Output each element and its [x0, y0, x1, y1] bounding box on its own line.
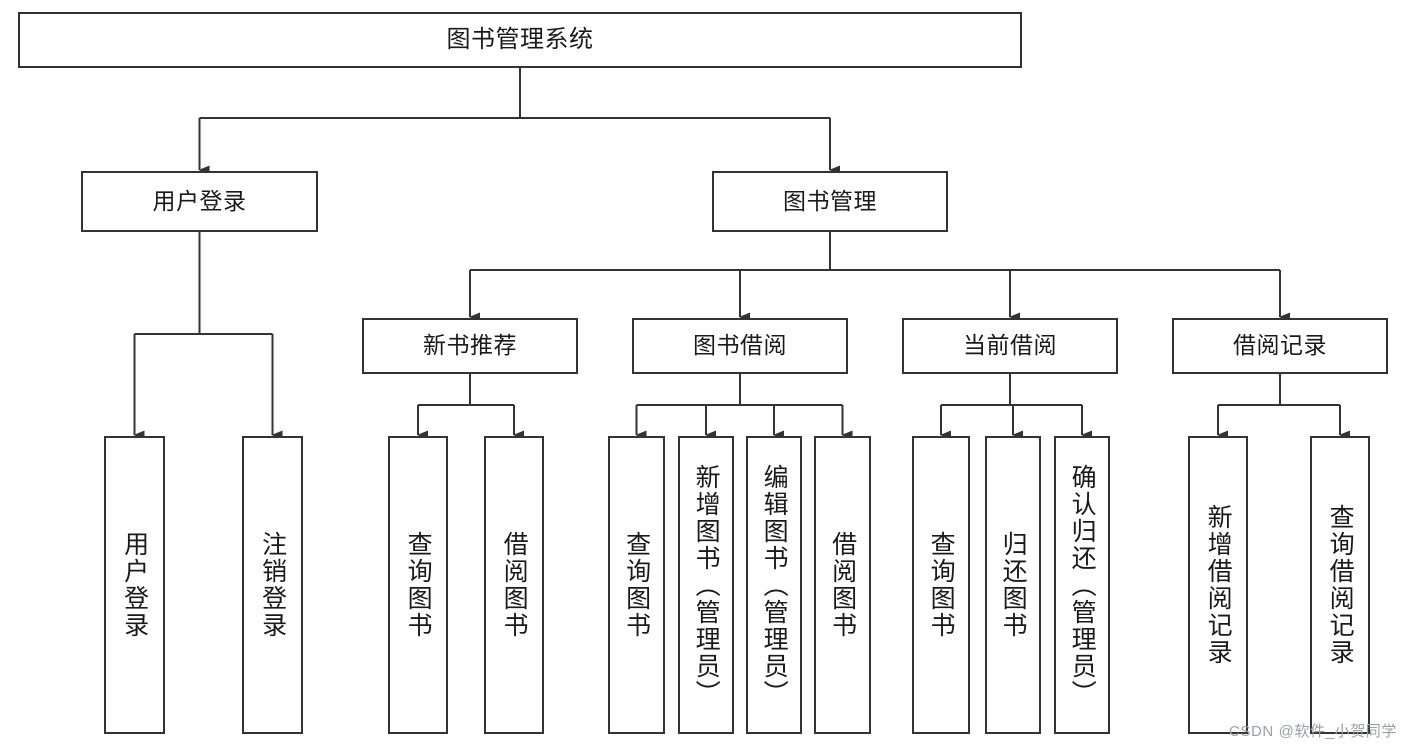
node-borrow[interactable]: 图书借阅 — [632, 318, 848, 374]
node-l-userlogin[interactable]: 用户登录 — [104, 436, 165, 734]
node-label: 借阅图书 — [828, 531, 857, 639]
node-l-return[interactable]: 归还图书 — [985, 436, 1041, 734]
node-l-addrec[interactable]: 新增借阅记录 — [1188, 436, 1248, 734]
node-label: 用户登录 — [120, 531, 149, 639]
node-label: 当前借阅 — [963, 332, 1057, 359]
node-label: 图书借阅 — [693, 332, 787, 359]
node-l-query1[interactable]: 查询图书 — [388, 436, 448, 734]
node-l-query3[interactable]: 查询图书 — [912, 436, 970, 734]
node-l-confirm[interactable]: 确认归还（管理员） — [1054, 436, 1110, 734]
node-label: 图书管理 — [783, 187, 877, 214]
node-l-borrow1[interactable]: 借阅图书 — [484, 436, 544, 734]
node-label: 查询图书 — [404, 531, 433, 639]
node-label: 图书管理系统 — [446, 25, 594, 53]
node-bookmgmt[interactable]: 图书管理 — [712, 171, 948, 232]
node-label: 查询图书 — [622, 531, 651, 639]
node-l-logout[interactable]: 注销登录 — [242, 436, 303, 734]
node-label: 新书推荐 — [423, 332, 517, 359]
node-l-query2[interactable]: 查询图书 — [608, 436, 665, 734]
node-login[interactable]: 用户登录 — [81, 171, 318, 232]
node-label: 用户登录 — [152, 187, 247, 214]
node-label: 新增图书（管理员） — [692, 463, 721, 707]
node-label: 归还图书 — [999, 531, 1028, 639]
node-label: 新增借阅记录 — [1204, 504, 1233, 666]
node-label: 借阅图书 — [500, 531, 529, 639]
node-current[interactable]: 当前借阅 — [902, 318, 1118, 374]
watermark: CSDN @软件_小贺同学 — [1228, 723, 1397, 740]
node-l-queryrec[interactable]: 查询借阅记录 — [1310, 436, 1370, 734]
node-label: 查询借阅记录 — [1326, 504, 1355, 666]
edges — [133, 68, 1350, 440]
node-l-add[interactable]: 新增图书（管理员） — [678, 436, 734, 734]
node-root[interactable]: 图书管理系统 — [18, 12, 1022, 68]
node-l-edit[interactable]: 编辑图书（管理员） — [746, 436, 802, 734]
node-label: 确认归还（管理员） — [1068, 463, 1097, 707]
node-records[interactable]: 借阅记录 — [1172, 318, 1388, 374]
node-label: 编辑图书（管理员） — [760, 463, 789, 707]
node-label: 借阅记录 — [1233, 332, 1327, 359]
node-label: 查询图书 — [927, 531, 956, 639]
node-label: 注销登录 — [258, 531, 287, 639]
node-newbook[interactable]: 新书推荐 — [362, 318, 578, 374]
node-l-borrow2[interactable]: 借阅图书 — [814, 436, 871, 734]
